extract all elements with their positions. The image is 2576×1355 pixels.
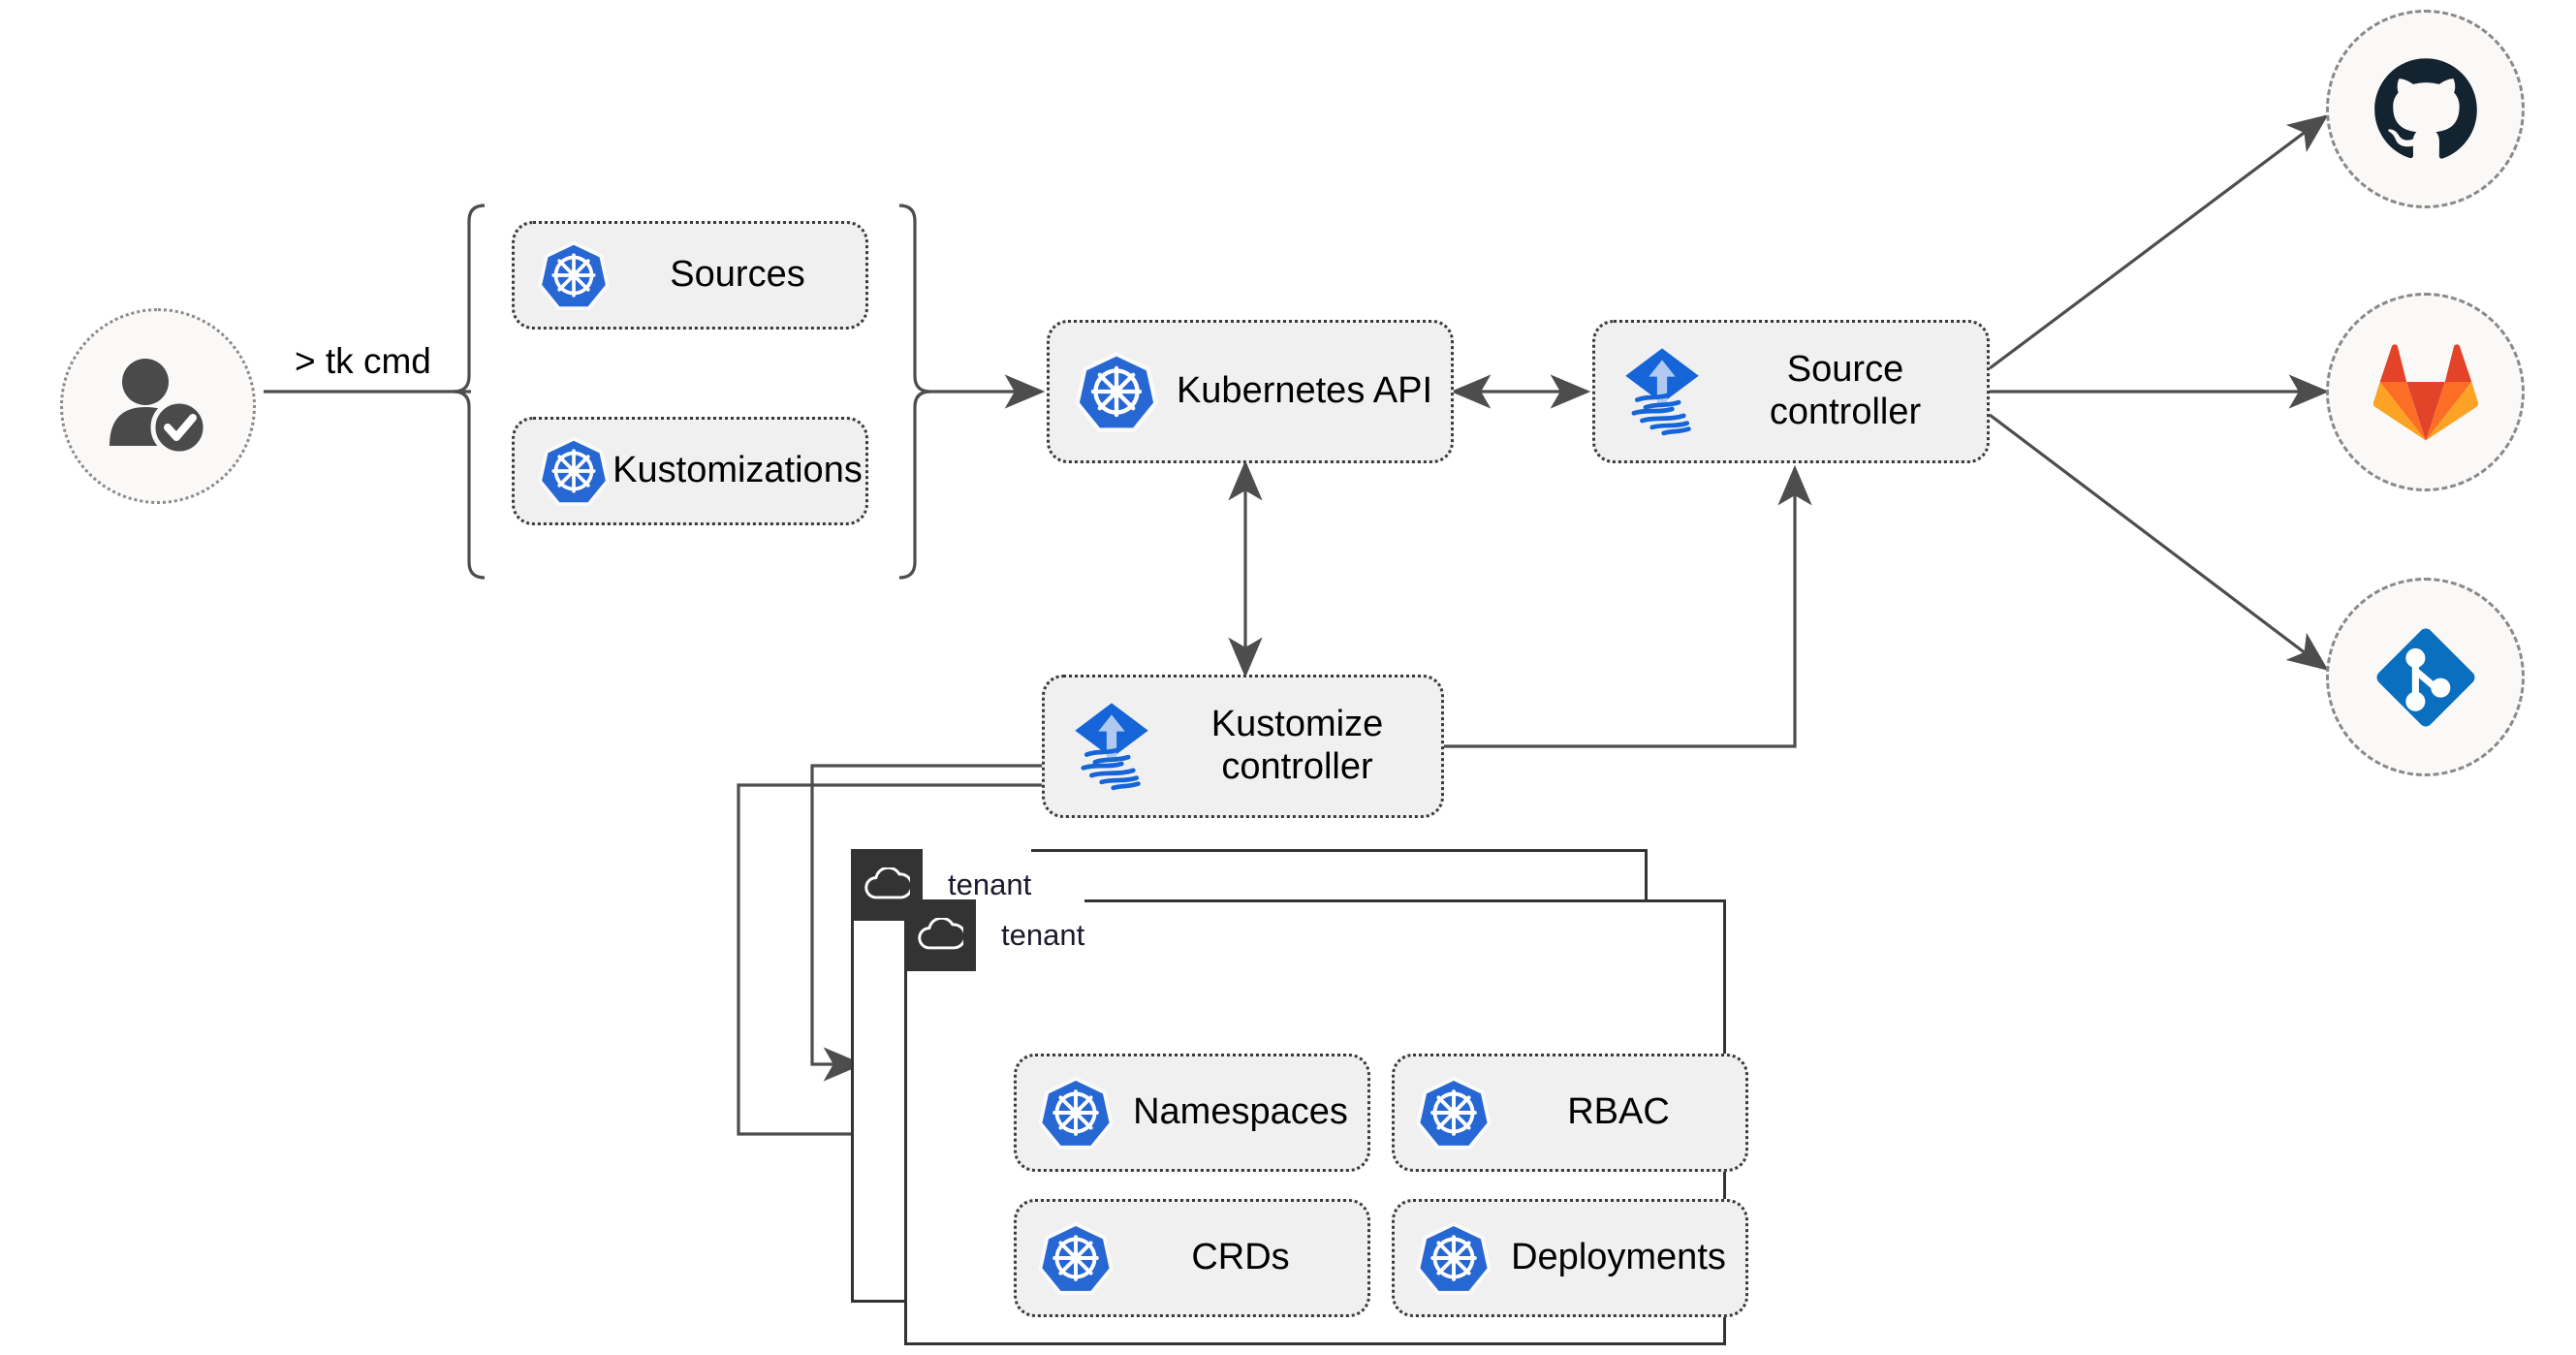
tenant-card-2[interactable]: tenant Namespaces xyxy=(904,899,1748,1345)
tenant-resource-label: CRDs xyxy=(1191,1237,1290,1278)
tenant-header: tenant xyxy=(904,899,1085,971)
resource-item-kustomizations[interactable]: Kustomizations xyxy=(512,417,868,525)
cloud-icon xyxy=(904,899,976,971)
resource-item-sources[interactable]: Sources xyxy=(512,221,868,330)
git-icon xyxy=(2369,620,2483,735)
github-icon xyxy=(2372,56,2479,163)
node-kustomize-controller[interactable]: Kustomize controller xyxy=(1042,675,1444,818)
node-label: Source controller xyxy=(1769,349,1922,432)
node-label: Kustomize controller xyxy=(1210,704,1384,787)
actor-user[interactable] xyxy=(60,308,256,504)
resource-item-label: Kustomizations xyxy=(613,450,863,491)
tenant-label: tenant xyxy=(976,899,1085,971)
tenant-resource-deployments[interactable]: Deployments xyxy=(1392,1199,1748,1317)
tenant-resource-crds[interactable]: CRDs xyxy=(1014,1199,1370,1317)
node-kubernetes-api[interactable]: Kubernetes API xyxy=(1047,320,1454,463)
command-label: > tk cmd xyxy=(289,341,437,382)
resource-item-label: Sources xyxy=(670,254,805,296)
tenant-resource-label: Deployments xyxy=(1511,1237,1726,1278)
kubernetes-icon xyxy=(538,239,610,311)
flux-icon xyxy=(1620,345,1704,438)
kubernetes-icon xyxy=(1416,1075,1492,1150)
right-brace xyxy=(898,204,931,580)
left-brace xyxy=(453,204,486,580)
provider-git[interactable] xyxy=(2326,578,2525,776)
edge-kustomize-source xyxy=(1444,464,1812,748)
tenant-resource-namespaces[interactable]: Namespaces xyxy=(1014,1054,1370,1172)
tenant-resource-rbac[interactable]: RBAC xyxy=(1392,1054,1748,1172)
tenant-resource-label: Namespaces xyxy=(1133,1091,1348,1133)
kubernetes-icon xyxy=(1038,1075,1114,1150)
flux-icon xyxy=(1070,700,1153,793)
gitlab-icon xyxy=(2372,342,2479,443)
edge-source-git xyxy=(1989,413,2329,671)
kubernetes-icon xyxy=(1075,350,1158,433)
tenant-resource-label: RBAC xyxy=(1567,1091,1670,1133)
provider-gitlab[interactable] xyxy=(2326,293,2525,491)
provider-github[interactable] xyxy=(2326,10,2525,208)
kubernetes-icon xyxy=(1038,1220,1114,1296)
node-source-controller[interactable]: Source controller xyxy=(1592,320,1990,463)
node-label: Kubernetes API xyxy=(1176,370,1433,412)
edge-source-github xyxy=(1989,114,2329,370)
user-check-icon xyxy=(100,353,216,459)
kubernetes-icon xyxy=(1416,1220,1492,1296)
kubernetes-icon xyxy=(538,435,610,507)
